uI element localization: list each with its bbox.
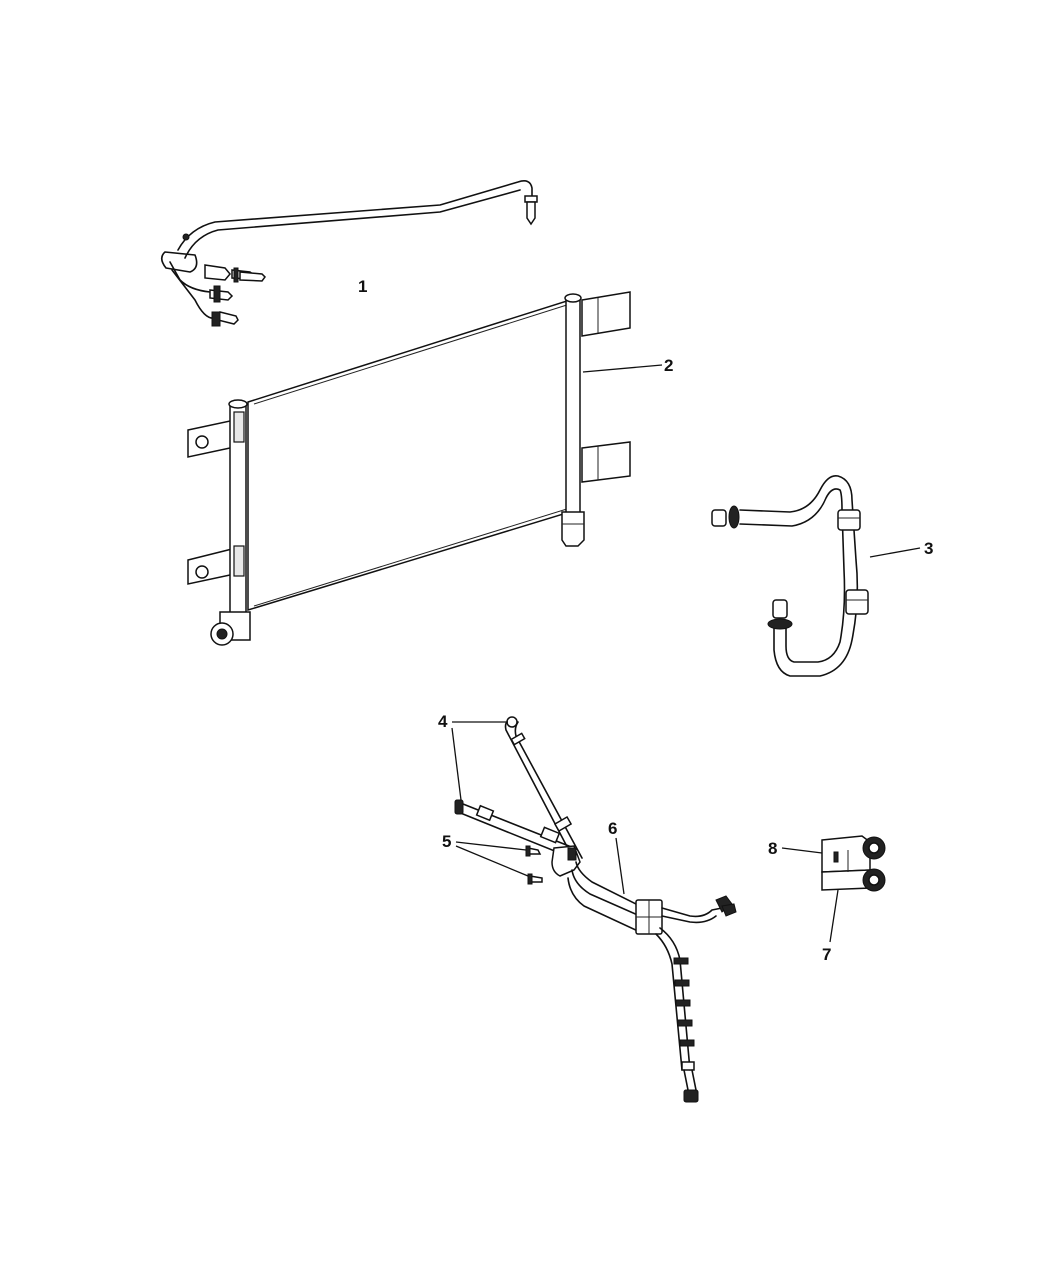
part-3-hose[interactable]: [711, 474, 921, 677]
callout-7[interactable]: 7: [822, 945, 832, 964]
part-2-cooler-core[interactable]: [187, 291, 663, 646]
part-7-8-connector-blocks[interactable]: [781, 835, 886, 943]
callout-4[interactable]: 4: [438, 712, 448, 731]
callout-3[interactable]: 3: [924, 539, 934, 558]
part-1-tube-assembly[interactable]: [160, 180, 538, 327]
callout-5[interactable]: 5: [442, 832, 452, 851]
callout-1[interactable]: 1: [358, 277, 368, 296]
callout-6[interactable]: 6: [608, 819, 618, 838]
part-4-6-hose-assembly[interactable]: [451, 716, 737, 1103]
callout-8[interactable]: 8: [768, 839, 778, 858]
callout-2[interactable]: 2: [664, 356, 674, 375]
